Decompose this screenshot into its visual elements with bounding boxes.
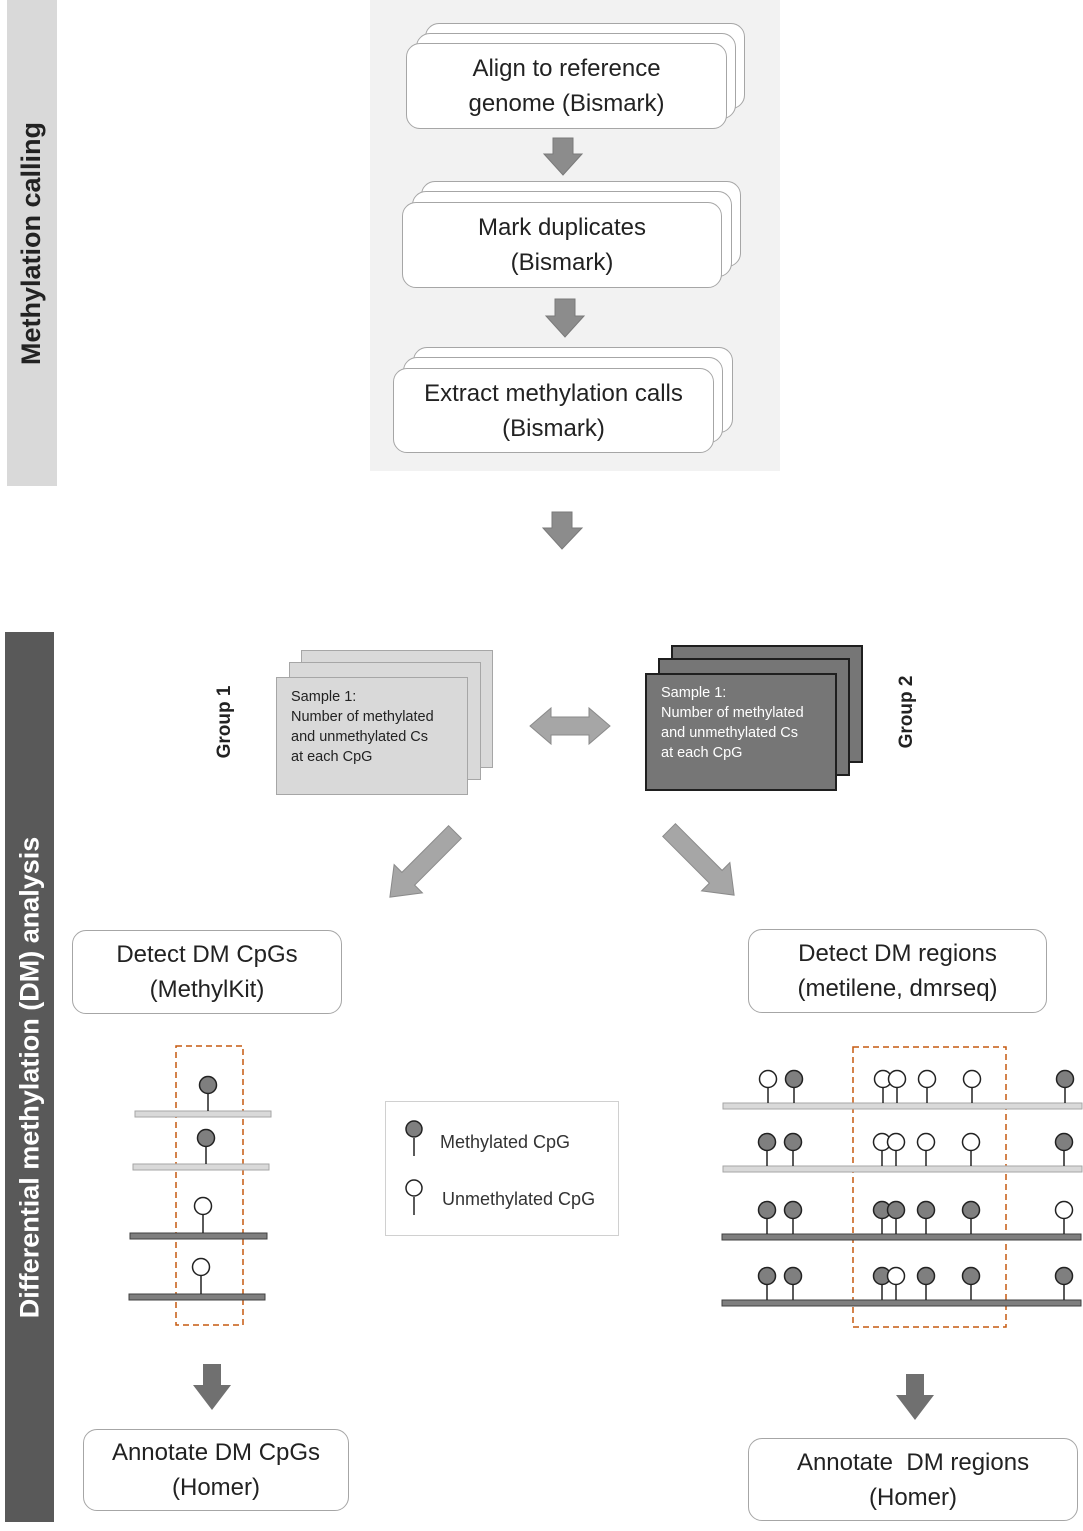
unmethylated-cpg-icon — [961, 1132, 981, 1166]
strand-light — [134, 1110, 272, 1118]
strand-dark — [129, 1232, 268, 1240]
group2-sample-line4: at each CpG — [661, 745, 743, 761]
dm-cpg-dashed-box — [175, 1045, 244, 1326]
detect-cpgs-line1: Detect DM CpGs — [116, 941, 298, 968]
methylated-cpg-icon — [961, 1266, 981, 1300]
unmethylated-cpg-icon — [916, 1132, 936, 1166]
unmethylated-cpg-icon — [1054, 1200, 1074, 1234]
mark-duplicates-step-box: Mark duplicates (Bismark) — [402, 202, 722, 288]
strand-light — [132, 1163, 270, 1171]
annotate-cpgs-line2: (Homer) — [172, 1474, 260, 1501]
strand-dark — [721, 1233, 1082, 1241]
extract-calls-line1: Extract methylation calls — [424, 379, 683, 407]
detect-cpgs-line2: (MethylKit) — [149, 976, 265, 1003]
down-arrow-2 — [544, 298, 586, 338]
methylated-cpg-icon — [783, 1266, 803, 1300]
methylation-calling-bar: Methylation calling — [7, 0, 57, 486]
annotate-dm-regions-box: Annotate DM regions (Homer) — [748, 1438, 1078, 1521]
unmethylated-cpg-icon — [887, 1069, 907, 1103]
methylated-cpg-icon — [872, 1266, 892, 1300]
down-arrow-3 — [541, 511, 584, 550]
methylated-cpg-icon — [784, 1069, 804, 1103]
group1-sample-line1: Sample 1: — [291, 689, 357, 705]
align-step-line2: genome (Bismark) — [468, 90, 665, 117]
align-step-box: Align to reference genome (Bismark) — [406, 43, 727, 129]
dm-analysis-bar: Differential methylation (DM) analysis — [5, 632, 54, 1522]
methylated-cpg-icon — [1054, 1132, 1074, 1166]
methylated-cpg-icon — [757, 1132, 777, 1166]
unmethylated-cpg-icon — [962, 1069, 982, 1103]
annotate-cpgs-line1: Annotate DM CpGs — [111, 1439, 321, 1466]
legend-unmethylated-label: Unmethylated CpG — [442, 1189, 596, 1209]
unmethylated-cpg-icon — [758, 1069, 778, 1103]
detect-dm-regions-box: Detect DM regions (metilene, dmrseq) — [748, 929, 1047, 1013]
mark-duplicates-line2: (Bismark) — [510, 249, 614, 276]
legend-icons — [405, 1120, 423, 1215]
group2-sample-line2: Number of methylated — [661, 705, 804, 721]
extract-calls-step-box: Extract methylation calls (Bismark) — [393, 368, 714, 453]
strand-dark — [128, 1293, 266, 1301]
methylated-cpg-icon — [1055, 1069, 1075, 1103]
methylated-cpg-icon — [872, 1200, 892, 1234]
group2-sample-card: Sample 1: Number of methylated and unmet… — [645, 673, 837, 791]
methylated-cpg-icon — [1054, 1266, 1074, 1300]
unmethylated-cpg-icon — [191, 1257, 211, 1294]
methylated-cpg-icon — [196, 1128, 216, 1164]
down-arrow-1 — [542, 137, 584, 176]
unmethylated-cpg-icon — [917, 1069, 937, 1103]
methylated-cpg-icon — [405, 1120, 423, 1156]
legend-methylated-label: Methylated CpG — [440, 1132, 571, 1152]
diagonal-arrow-left — [389, 824, 463, 898]
methylated-cpg-icon — [916, 1266, 936, 1300]
methylated-cpg-icon — [757, 1266, 777, 1300]
strand-light — [722, 1102, 1083, 1110]
strand-light — [722, 1165, 1083, 1173]
methylated-cpg-icon — [916, 1200, 936, 1234]
group1-sample-card: Sample 1: Number of methylated and unmet… — [276, 677, 468, 795]
methylated-cpg-icon — [757, 1200, 777, 1234]
annotate-dm-cpgs-box: Annotate DM CpGs (Homer) — [83, 1429, 349, 1511]
diagonal-arrow-right — [661, 822, 735, 896]
double-headed-arrow — [529, 706, 611, 746]
methylated-cpg-icon — [961, 1200, 981, 1234]
legend: Methylated CpG Unmethylated CpG — [385, 1101, 619, 1236]
mark-duplicates-line1: Mark duplicates — [477, 214, 647, 241]
down-arrow-annotate-cpgs — [193, 1364, 231, 1410]
strand-dark — [721, 1299, 1082, 1307]
methylated-cpg-icon — [783, 1200, 803, 1234]
down-arrow-annotate-regions — [896, 1374, 934, 1420]
methylated-cpg-icon — [886, 1200, 906, 1234]
detect-dm-cpgs-box: Detect DM CpGs (MethylKit) — [72, 930, 342, 1014]
extract-calls-line2: (Bismark) — [502, 414, 605, 442]
annotate-regions-line2: (Homer) — [869, 1483, 957, 1511]
methylated-cpg-icon — [783, 1132, 803, 1166]
unmethylated-cpg-icon — [886, 1266, 906, 1300]
methylated-cpg-icon — [198, 1075, 218, 1111]
group1-sample-line4: at each CpG — [291, 749, 373, 765]
group2-sample-line1: Sample 1: — [661, 685, 727, 701]
unmethylated-cpg-icon — [193, 1196, 213, 1233]
group2-sample-line3: and unmethylated Cs — [661, 725, 799, 741]
group1-sample-line3: and unmethylated Cs — [291, 729, 429, 745]
annotate-regions-line1: Annotate DM regions — [796, 1448, 1030, 1476]
align-step-line1: Align to reference — [472, 55, 661, 82]
dm-region-dashed-box — [852, 1046, 1007, 1328]
group1-sample-line2: Number of methylated — [291, 709, 434, 725]
detect-regions-line2: (metilene, dmrseq) — [797, 975, 998, 1002]
unmethylated-cpg-icon — [405, 1179, 423, 1215]
detect-regions-line1: Detect DM regions — [798, 940, 997, 967]
unmethylated-cpg-icon — [886, 1132, 906, 1166]
